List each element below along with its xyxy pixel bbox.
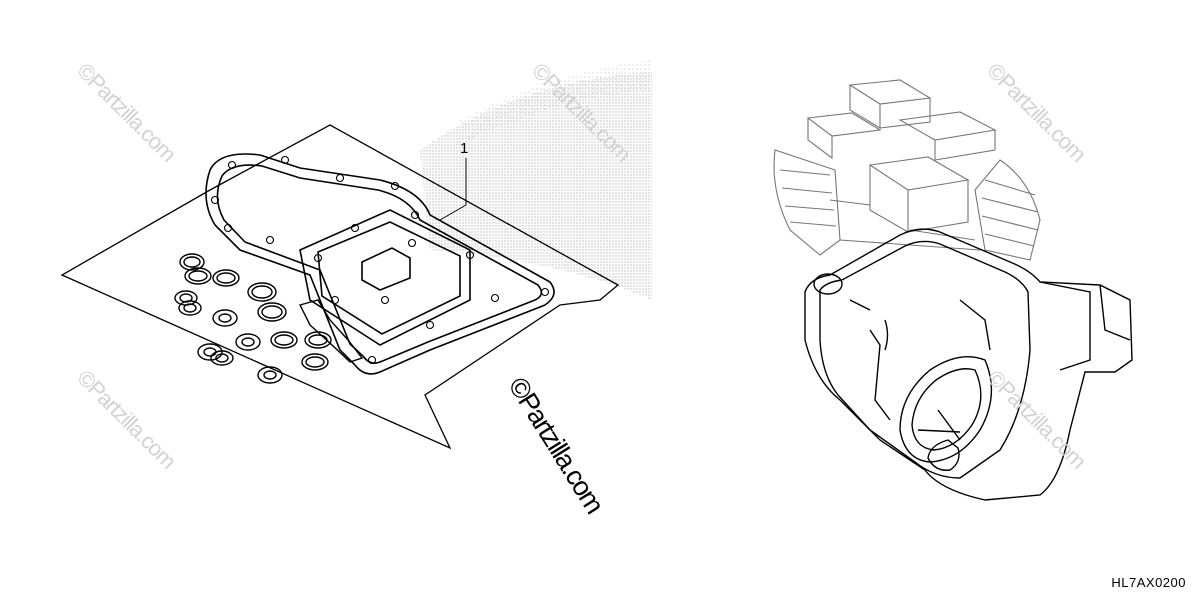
callout-number: 1 — [460, 140, 469, 157]
diagram-code: HL7AX0200 — [1111, 575, 1186, 590]
engine-cylinders — [773, 79, 1041, 261]
engine-crankcase — [804, 228, 1133, 501]
gasket-kit — [60, 124, 620, 450]
callout-leader-line — [439, 158, 467, 221]
engine-illustration — [773, 79, 1133, 501]
gasket-bolt-holes — [210, 155, 550, 365]
halftone-logo-background — [420, 60, 652, 300]
crankcase-gasket — [205, 153, 555, 375]
small-gasket — [298, 299, 364, 363]
o-rings — [174, 253, 332, 384]
gasket-sheet-outline — [60, 124, 620, 450]
